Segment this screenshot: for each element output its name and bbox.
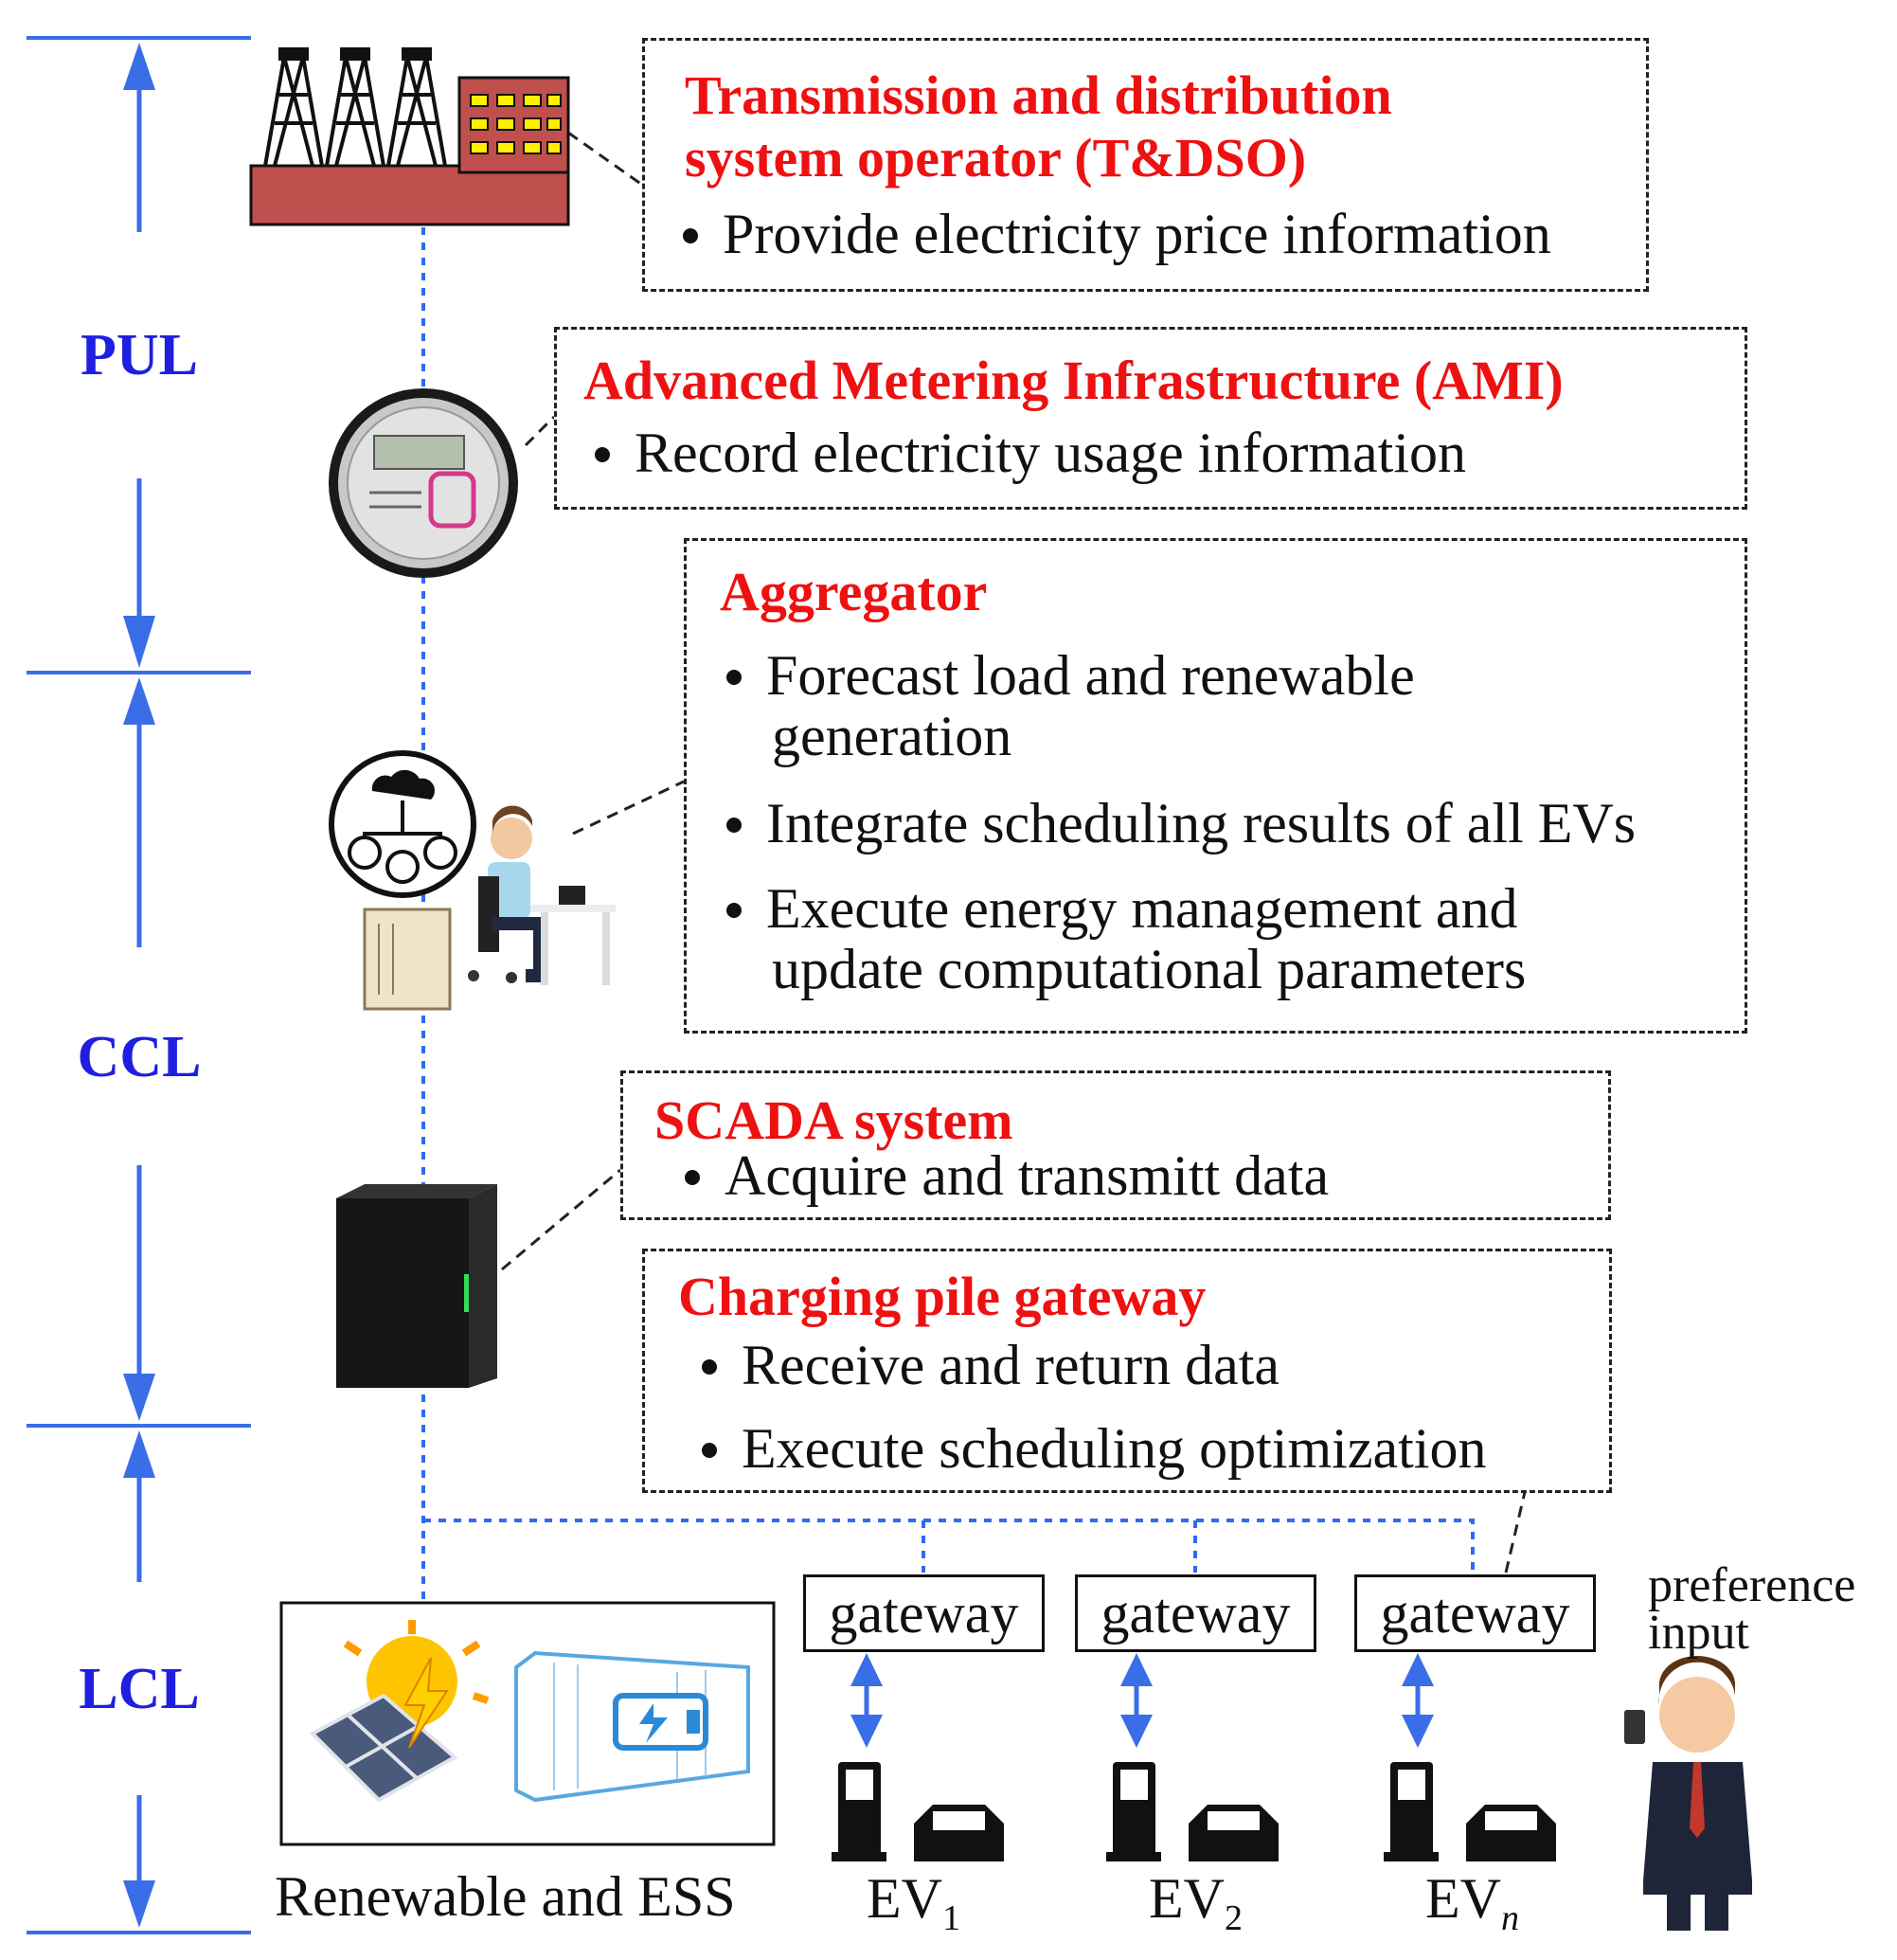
tdso-box: Transmission and distribution system ope… <box>642 38 1649 292</box>
gateway-bullet-1-text: Receive and return data <box>742 1334 1280 1396</box>
ev-label-n-sub: n <box>1501 1898 1519 1938</box>
aggregator-bullet-3-line1: Execute energy management and <box>766 877 1518 940</box>
car-icon <box>914 1805 1004 1861</box>
ev-label-2: EV2 <box>1149 1868 1243 1949</box>
smart-meter-icon <box>329 388 518 578</box>
charging-pile-gateway-box: Charging pile gateway Receive and return… <box>642 1249 1612 1493</box>
ami-bullet-text: Record electricity usage information <box>635 422 1466 484</box>
bullet-dot <box>683 228 698 244</box>
gateway-ev-links <box>850 1653 1434 1748</box>
aggregator-title: Aggregator <box>720 561 988 622</box>
scada-title: SCADA system <box>654 1089 1013 1151</box>
operator-at-desk-icon <box>363 805 616 1011</box>
lcl-span-arrows <box>123 1430 155 1928</box>
solar-panel-icon <box>309 1620 490 1803</box>
power-plant-icon <box>249 47 570 226</box>
bullet-dot <box>726 670 742 686</box>
tdso-bullet-text: Provide electricity price information <box>723 203 1551 265</box>
aggregator-bullet-1-line1: Forecast load and renewable <box>766 644 1415 707</box>
server-tower-icon <box>336 1184 497 1388</box>
layer-label-pul: PUL <box>81 323 198 387</box>
car-icon <box>1189 1805 1279 1861</box>
bullet-dot <box>595 447 610 463</box>
bullet-dot <box>685 1170 700 1186</box>
scada-bullet-text: Acquire and transmitt data <box>725 1144 1330 1207</box>
gateway-box-1: gateway <box>803 1574 1045 1652</box>
ev-label-2-base: EV <box>1149 1867 1225 1930</box>
bullet-dot <box>702 1359 717 1376</box>
bullet-dot <box>702 1443 717 1459</box>
scada-box: SCADA system Acquire and transmitt data <box>620 1070 1611 1220</box>
ami-bullet: Record electricity usage information <box>595 423 1466 483</box>
layer-label-lcl: LCL <box>79 1657 200 1721</box>
scada-bullet: Acquire and transmitt data <box>685 1145 1329 1206</box>
ev-label-1-sub: 1 <box>941 1898 960 1938</box>
gateway-box-n: gateway <box>1354 1574 1596 1652</box>
cloud-network-icon <box>329 750 476 898</box>
gateway-bullet-1: Receive and return data <box>702 1335 1280 1395</box>
gateway-bullet-2-text: Execute scheduling optimization <box>742 1417 1487 1480</box>
aggregator-box: Aggregator Forecast load and renewable g… <box>684 538 1747 1034</box>
gateway-box-2: gateway <box>1075 1574 1316 1652</box>
ev-label-n-base: EV <box>1425 1867 1501 1930</box>
ev-label-n: EVn <box>1425 1868 1519 1949</box>
bullet-dot <box>726 818 742 834</box>
aggregator-bullet-1-cont: generation <box>772 705 1012 767</box>
pul-span-arrows <box>123 43 155 668</box>
charging-pile-gateway-title: Charging pile gateway <box>678 1266 1207 1327</box>
ccl-span-arrows <box>123 677 155 1421</box>
ami-box: Advanced Metering Infrastructure (AMI) R… <box>554 327 1747 510</box>
tdso-bullet: Provide electricity price information <box>683 204 1551 264</box>
ev-charger-icon <box>1384 1762 1439 1861</box>
ev-charger-icon <box>1106 1762 1161 1861</box>
gateway-bullet-2: Execute scheduling optimization <box>702 1418 1486 1479</box>
bullet-dot <box>726 903 742 919</box>
aggregator-bullet-2: Integrate scheduling results of all EVs <box>726 793 1636 854</box>
aggregator-bullet-3: Execute energy management and <box>726 878 1518 939</box>
preference-input-label-line1: preference <box>1648 1558 1856 1612</box>
aggregator-bullet-3-cont: update computational parameters <box>772 938 1527 1000</box>
preference-input-label-line2: input <box>1648 1606 1749 1660</box>
person-with-phone-icon <box>1624 1656 1752 1931</box>
ev-station-1 <box>832 1762 1004 1861</box>
renewable-caption: Renewable and ESS <box>275 1865 736 1928</box>
car-icon <box>1466 1805 1556 1861</box>
ev-station-n <box>1384 1762 1556 1861</box>
layer-boundaries <box>27 36 251 1934</box>
leader-lines <box>501 131 1527 1573</box>
ev-station-2 <box>1106 1762 1279 1861</box>
ev-label-1: EV1 <box>867 1868 960 1949</box>
layer-label-ccl: CCL <box>77 1025 202 1089</box>
aggregator-bullet-1: Forecast load and renewable <box>726 645 1415 706</box>
battery-container-icon <box>514 1650 750 1803</box>
ev-label-1-base: EV <box>867 1867 942 1930</box>
aggregator-bullet-2-text: Integrate scheduling results of all EVs <box>766 792 1637 854</box>
ev-label-2-sub: 2 <box>1224 1898 1243 1938</box>
tdso-title-line1: Transmission and distribution <box>685 64 1392 126</box>
ev-charger-icon <box>832 1762 886 1861</box>
tdso-title-line2: system operator (T&DSO) <box>685 127 1307 189</box>
ami-title: Advanced Metering Infrastructure (AMI) <box>583 350 1564 411</box>
ev-label-n-sub-italic: n <box>1500 1898 1519 1938</box>
